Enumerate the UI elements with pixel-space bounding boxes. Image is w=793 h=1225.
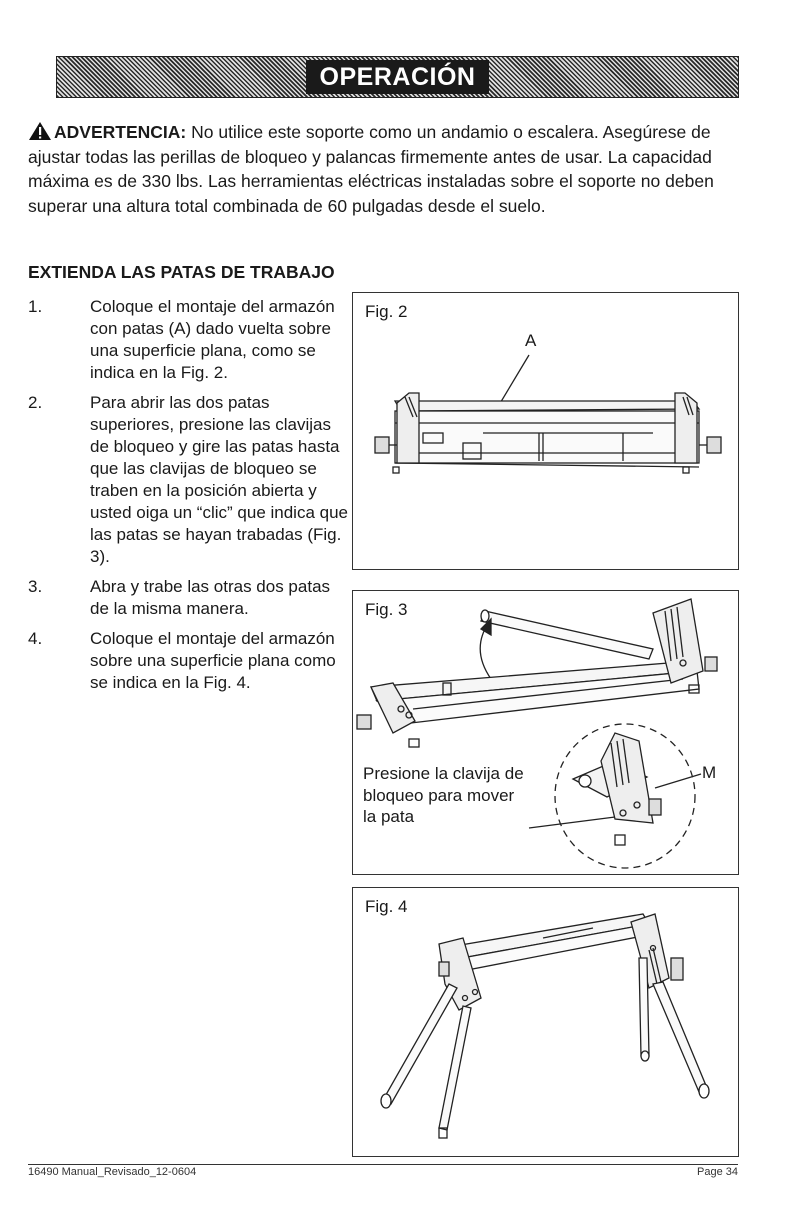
figure-label: Fig. 4 bbox=[365, 897, 408, 916]
section-heading: EXTIENDA LAS PATAS DE TRABAJO bbox=[28, 262, 335, 282]
figure-label: Fig. 2 bbox=[365, 302, 408, 321]
opening-leg-illustration bbox=[356, 598, 718, 869]
list-item: 2. Para abrir las dos patas superiores, … bbox=[28, 392, 353, 568]
step-number: 3. bbox=[28, 577, 43, 596]
list-item: 3. Abra y trabe las otras dos patas de l… bbox=[28, 576, 353, 620]
list-item: 1. Coloque el montaje del armazón con pa… bbox=[28, 296, 353, 384]
warning-label: ADVERTENCIA: bbox=[54, 122, 187, 142]
warning-triangle-icon bbox=[28, 121, 52, 141]
list-item: 4. Coloque el montaje del armazón sobre … bbox=[28, 628, 353, 694]
footer-divider bbox=[28, 1164, 738, 1165]
figure-label: Fig. 3 bbox=[365, 600, 408, 619]
warning-text: No utilice este soporte como un andamio … bbox=[28, 122, 714, 216]
page-title: OPERACIÓN bbox=[305, 60, 490, 94]
callout-a: A bbox=[525, 331, 537, 350]
step-number: 2. bbox=[28, 393, 43, 412]
step-number: 4. bbox=[28, 629, 43, 648]
press-pin-note: Presione la clavija de bloqueo para move… bbox=[363, 764, 524, 826]
page-number: Page 34 bbox=[697, 1166, 738, 1178]
callout-m: M bbox=[702, 763, 717, 782]
steps-list: 1. Coloque el montaje del armazón con pa… bbox=[28, 296, 353, 702]
footer-document-id: 16490 Manual_Revisado_12-0604 bbox=[28, 1166, 197, 1178]
step-text: Coloque el montaje del armazón sobre una… bbox=[90, 629, 336, 692]
standing-stand-illustration bbox=[380, 913, 710, 1139]
step-text: Coloque el montaje del armazón con patas… bbox=[90, 297, 335, 382]
step-number: 1. bbox=[28, 297, 43, 316]
figure-2: Fig. 2 A bbox=[352, 292, 739, 570]
warning-paragraph: ADVERTENCIA: No utilice este soporte com… bbox=[28, 120, 748, 218]
step-text: Para abrir las dos patas superiores, pre… bbox=[90, 393, 348, 566]
figure-3: Fig. 3 Presione la clavija de bloqueo pa… bbox=[352, 590, 739, 875]
header-banner: OPERACIÓN bbox=[56, 56, 739, 98]
step-text: Abra y trabe las otras dos patas de la m… bbox=[90, 577, 331, 618]
frame-upside-down-illustration bbox=[374, 354, 722, 474]
figure-4: Fig. 4 bbox=[352, 887, 739, 1157]
